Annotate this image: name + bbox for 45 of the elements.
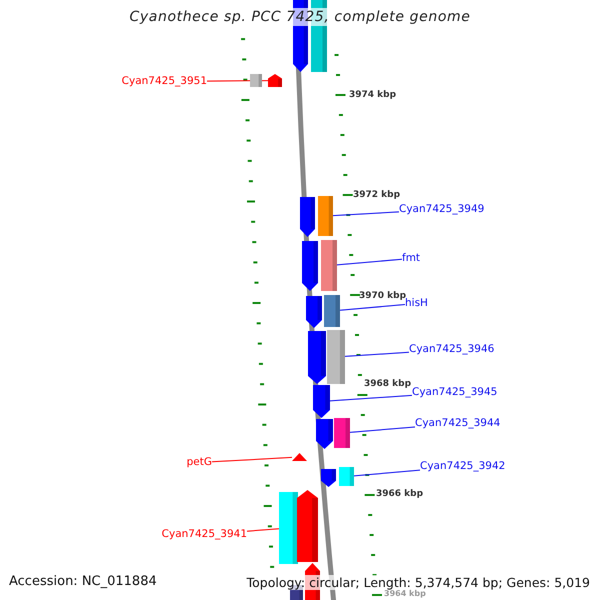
leader-line <box>354 470 420 476</box>
gene-label: Cyan7425_3946 <box>409 343 494 356</box>
gene-label: Cyan7425_3941 <box>162 528 247 541</box>
leader-line <box>344 352 410 357</box>
gene-block <box>334 418 350 448</box>
leader-line <box>212 456 292 462</box>
gene-block <box>302 241 318 291</box>
gene-label: Cyan7425_3942 <box>420 460 506 473</box>
gene-block <box>316 419 333 449</box>
gene-block <box>279 492 298 564</box>
footer-note: Accession: NC_011884 <box>9 574 157 590</box>
gene-block <box>318 196 333 236</box>
gene-label: hisH <box>405 297 428 310</box>
gene-block <box>324 295 340 327</box>
scale-label: 3968 kbp <box>364 378 412 390</box>
gene-label: Cyan7425_3949 <box>399 203 484 216</box>
leader-line <box>246 528 280 532</box>
gene-label: Cyan7425_3951 <box>122 75 207 88</box>
leader-line <box>330 394 412 402</box>
gene-block <box>321 469 336 487</box>
leader-line <box>206 80 268 82</box>
gene-block <box>250 74 262 87</box>
gene-block <box>268 74 282 87</box>
gene-label: fmt <box>402 252 420 265</box>
scale-label: 3966 kbp <box>376 488 424 500</box>
leader-line <box>340 304 406 311</box>
gene-block <box>306 296 322 328</box>
leader-line <box>336 258 402 266</box>
gene-block <box>327 330 345 384</box>
gene-block <box>308 331 326 384</box>
footer-note: Topology: circular; Length: 5,374,574 bp; Genes: 5,019 <box>246 574 590 590</box>
scale-label: 3970 kbp <box>359 290 406 301</box>
scale-label: 3974 kbp <box>349 90 396 100</box>
gene-label: Cyan7425_3944 <box>415 417 500 430</box>
gene-block <box>321 240 337 291</box>
gene-marker <box>292 453 307 461</box>
gene-label: Cyan7425_3945 <box>412 386 498 399</box>
scale-label: 3972 kbp <box>353 190 400 200</box>
gene-label: petG <box>186 456 212 469</box>
leader-line <box>332 211 400 216</box>
scale-label: 3964 kbp <box>384 589 426 599</box>
gene-block <box>313 385 330 418</box>
gene-block <box>339 467 354 486</box>
leader-line <box>350 426 416 433</box>
gene-block <box>300 197 315 237</box>
